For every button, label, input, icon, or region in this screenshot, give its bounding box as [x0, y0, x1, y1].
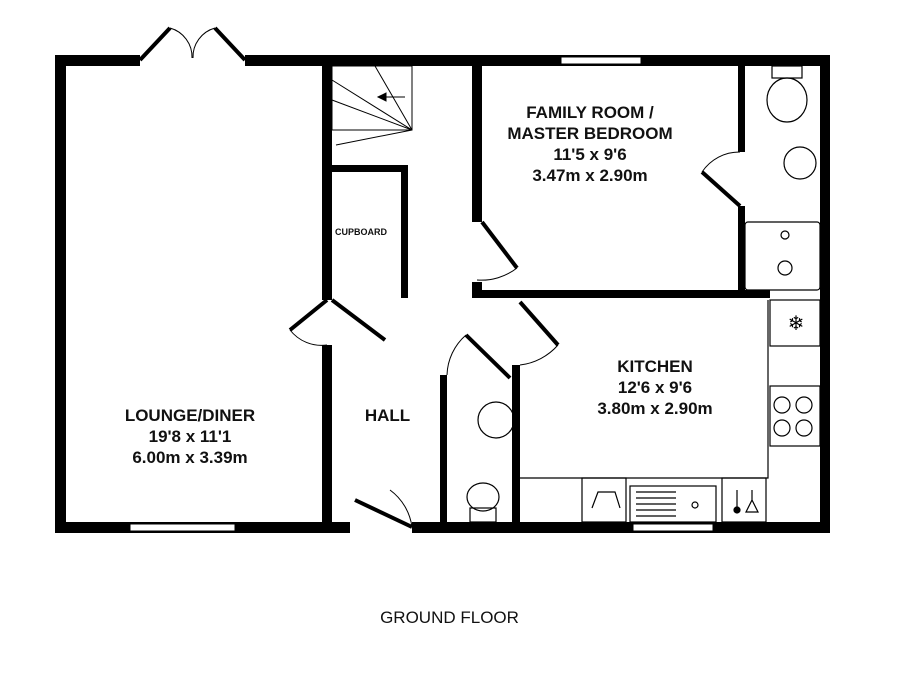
room-name: FAMILY ROOM /: [526, 103, 654, 122]
hall-label: HALL: [364, 406, 411, 425]
walls: [55, 55, 830, 533]
floor-title: GROUND FLOOR: [380, 608, 519, 627]
family-room-label: FAMILY ROOM / MASTER BEDROOM 11'5 x 9'6 …: [470, 102, 710, 186]
room-size-metric: 3.80m x 2.90m: [597, 399, 713, 418]
room-size-imperial: 11'5 x 9'6: [553, 145, 627, 164]
room-name: MASTER BEDROOM: [507, 124, 673, 143]
cupboard-label: CUPBOARD: [335, 227, 388, 237]
room-size-metric: 3.47m x 2.90m: [532, 166, 648, 185]
doors: [138, 26, 742, 529]
windows: [129, 56, 714, 532]
stairs: [331, 65, 413, 146]
fixtures: ❄: [466, 65, 821, 523]
room-size-metric: 6.00m x 3.39m: [132, 448, 248, 467]
room-size-imperial: 19'8 x 11'1: [148, 427, 232, 446]
lounge-label: LOUNGE/DINER 19'8 x 11'1 6.00m x 3.39m: [80, 405, 300, 468]
kitchen-label: KITCHEN 12'6 x 9'6 3.80m x 2.90m: [540, 356, 770, 419]
room-name: LOUNGE/DINER: [124, 406, 256, 425]
svg-text:❄: ❄: [788, 313, 805, 335]
room-name: KITCHEN: [617, 357, 693, 376]
room-size-imperial: 12'6 x 9'6: [617, 378, 693, 397]
